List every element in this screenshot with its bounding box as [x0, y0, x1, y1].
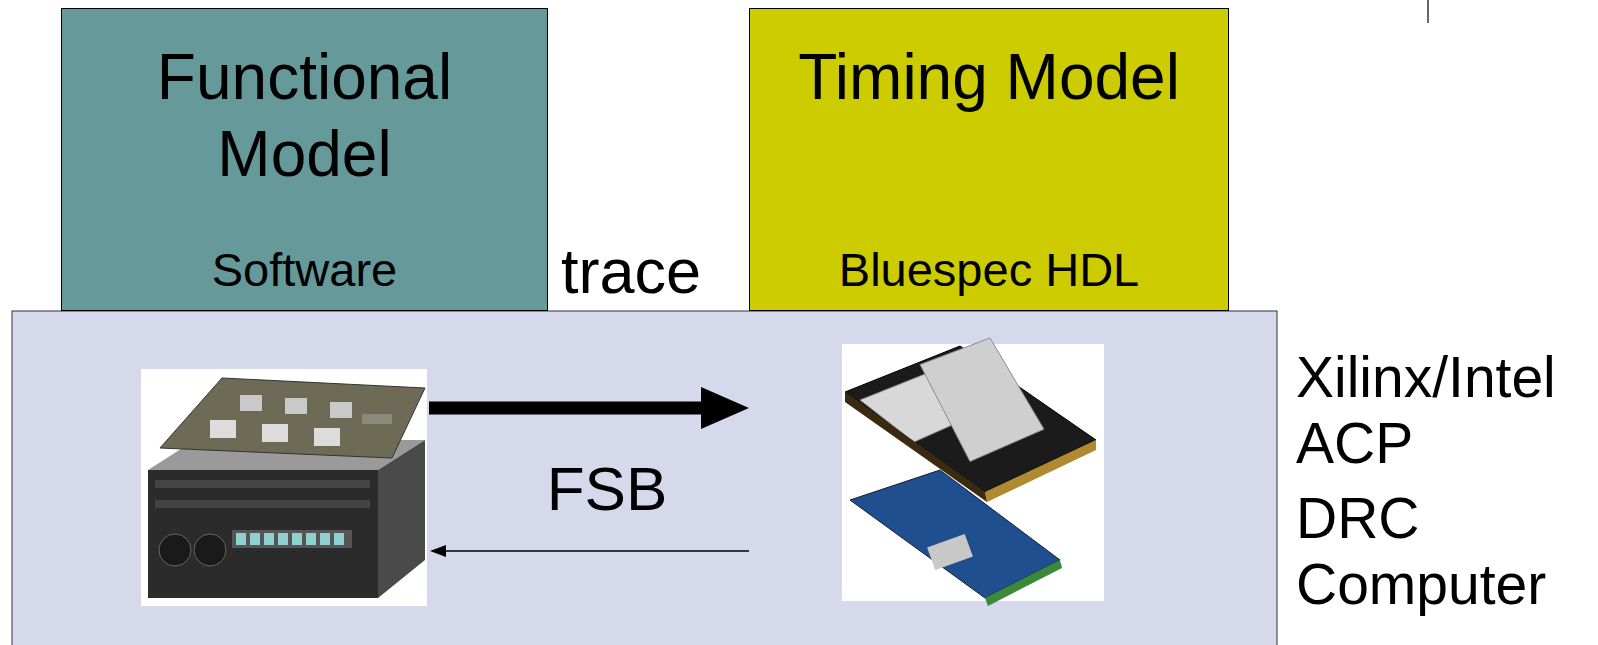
return-arrow-line: [444, 550, 749, 552]
trace-label: trace: [561, 234, 701, 310]
model-title: Timing Model: [798, 39, 1180, 116]
platform-panel: [12, 311, 1277, 645]
platform-label: Xilinx/Intel ACP: [1296, 345, 1592, 476]
model-language: Bluespec HDL: [839, 242, 1139, 298]
trace-arrow-line: [429, 402, 703, 415]
platform-label: DRC Computer: [1296, 486, 1592, 617]
tick-line: [1427, 0, 1429, 23]
model-language: Software: [212, 242, 397, 298]
arrowhead: [430, 545, 446, 557]
bus-label: FSB: [547, 452, 668, 526]
arrowhead: [701, 387, 749, 429]
model-box: Timing ModelBluespec HDL: [749, 8, 1229, 311]
fpga-module-picture: [842, 338, 1104, 606]
server-picture: [141, 369, 427, 606]
model-title: Functional Model: [72, 39, 537, 193]
model-box: Functional ModelSoftware: [61, 8, 548, 311]
